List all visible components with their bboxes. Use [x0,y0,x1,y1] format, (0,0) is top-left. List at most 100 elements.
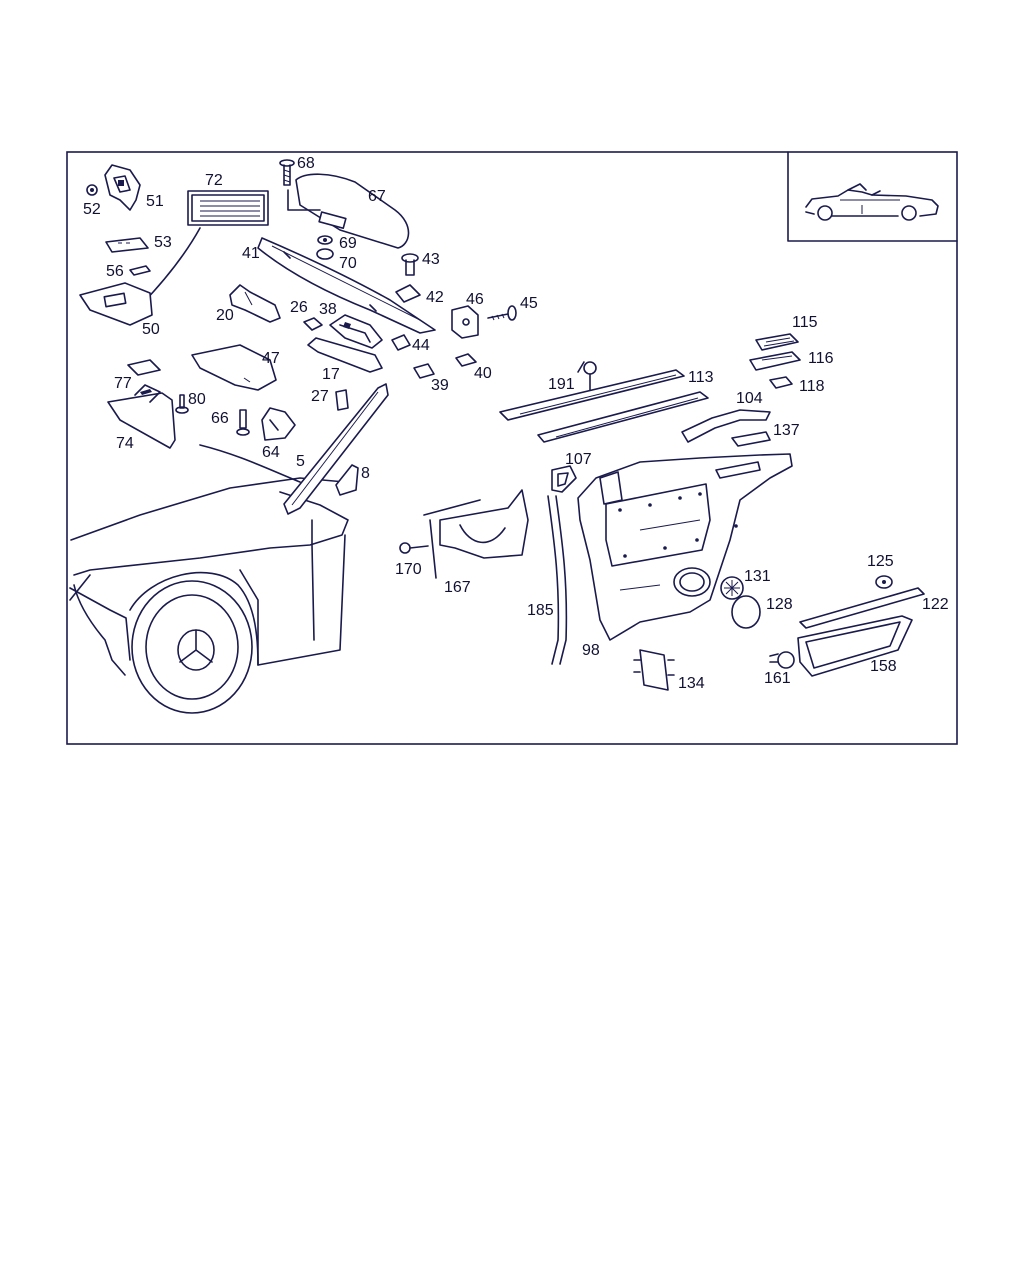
part-116-vent-frame [749,351,801,371]
part-46-bracket [451,305,479,339]
label-118: 118 [799,378,825,395]
part-167-kick-panel [423,489,529,579]
label-27: 27 [311,388,329,405]
label-161: 161 [764,670,791,687]
label-39: 39 [431,377,449,394]
part-125-nut [875,575,893,589]
part-77-mirror-mount-plate [127,359,161,376]
label-41: 41 [242,245,260,262]
part-42-clip [395,284,421,303]
part-66-screw [236,409,250,436]
label-66: 66 [211,410,229,427]
label-70: 70 [339,255,357,272]
part-47-sun-visor [191,344,277,391]
part-17-a-pillar-upper-trim [307,337,383,373]
part-38-grab-handle [329,314,383,349]
part-44-clip [391,334,411,351]
label-40: 40 [474,365,492,382]
part-68-screw [279,159,295,186]
part-104-window-trim [681,409,771,443]
part-43-screw [401,253,419,276]
label-47: 47 [262,350,280,367]
label-46: 46 [466,291,484,308]
label-8: 8 [361,465,370,482]
label-107: 107 [565,451,592,468]
inset-frame [787,151,958,242]
part-107-belt-guide [551,465,577,493]
part-70-washer [316,248,334,260]
label-191: 191 [548,376,575,393]
label-51: 51 [146,193,164,210]
part-56-bulb [129,265,151,276]
label-116: 116 [808,350,834,367]
label-38: 38 [319,301,337,318]
label-64: 64 [262,444,280,461]
part-52-cap [86,184,98,196]
label-42: 42 [426,289,444,306]
label-56: 56 [106,263,124,280]
label-113: 113 [688,369,714,386]
part-122-trim-strip [799,587,925,629]
part-98-rear-side-trim-panel [577,453,793,641]
label-52: 52 [83,201,101,218]
label-115: 115 [792,314,818,331]
label-17: 17 [322,366,340,383]
part-137-clip [731,431,771,447]
part-185-door-seal [547,495,568,665]
label-20: 20 [216,307,234,324]
label-53: 53 [154,234,172,251]
part-45-screw [487,305,517,321]
part-20-bracket [229,284,281,323]
part-67-sun-visor [287,173,410,249]
label-137: 137 [773,422,800,439]
label-125: 125 [867,553,894,570]
label-67: 67 [368,188,386,205]
part-69-nut [317,235,333,245]
part-113-window-sill-strip [499,369,709,443]
part-134-bracket [633,649,675,691]
part-26-clip [303,317,323,331]
diagram-frame [66,151,958,745]
part-170-retaining-pin [399,542,429,554]
part-64-coat-hook [261,407,296,441]
part-115-vent-grille [755,333,799,351]
label-98: 98 [582,642,600,659]
part-40-clip [455,353,477,367]
part-39-clip [413,363,435,379]
part-50-vanity-mirror-visor [79,282,153,326]
label-74: 74 [116,435,134,452]
part-131-speaker-grille [720,576,744,600]
label-185: 185 [527,602,554,619]
label-72: 72 [205,172,223,189]
label-43: 43 [422,251,440,268]
part-74-rearview-mirror [107,384,176,449]
wheel [131,580,253,714]
label-170: 170 [395,561,422,578]
convertible-car-icon [805,183,939,221]
part-158-window-panel [797,615,913,677]
part-191-fastener [577,361,597,393]
label-44: 44 [412,337,430,354]
part-41-header-trim [257,237,436,334]
label-80: 80 [188,391,206,408]
label-5: 5 [296,453,305,470]
label-104: 104 [736,390,763,407]
part-53-lamp-lens [105,237,149,253]
part-118-clip [769,376,793,389]
label-167: 167 [444,579,471,596]
label-134: 134 [678,675,705,692]
label-50: 50 [142,321,160,338]
label-69: 69 [339,235,357,252]
label-122: 122 [922,596,949,613]
part-5-a-pillar-trim [283,383,389,515]
label-77: 77 [114,375,132,392]
part-161-push-clip [769,651,795,669]
part-80-screw [175,394,189,414]
label-45: 45 [520,295,538,312]
part-27-clip [335,389,349,411]
label-26: 26 [290,299,308,316]
label-131: 131 [744,568,771,585]
part-51-visor-bracket [104,164,141,211]
label-128: 128 [766,596,793,613]
